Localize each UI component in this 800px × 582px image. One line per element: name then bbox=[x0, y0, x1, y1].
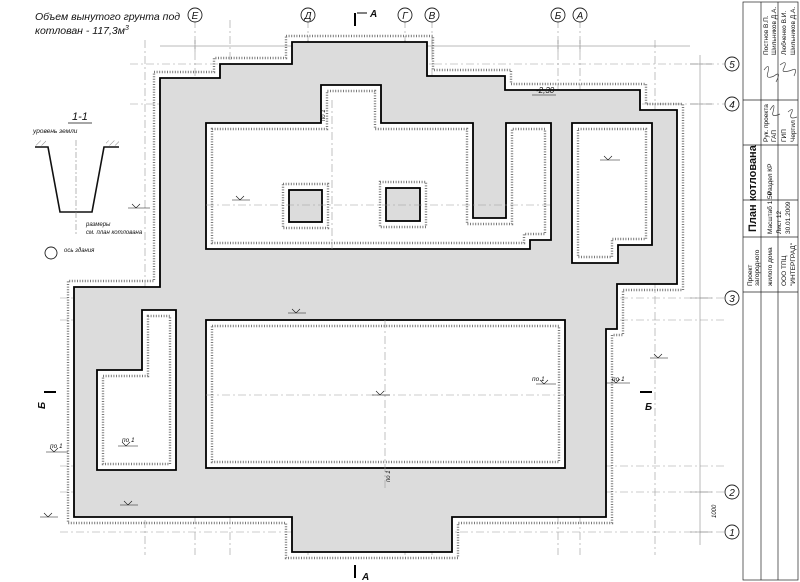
project-name-3: жилого дома bbox=[767, 247, 774, 286]
section-mark-b-left: Б bbox=[37, 402, 48, 409]
title-block: План котлована Проект загородного жилого… bbox=[742, 1, 799, 581]
axis-label-g: Г bbox=[402, 11, 409, 22]
level-label-po1-far-left: по 1 bbox=[50, 443, 63, 450]
column-pit-2 bbox=[385, 187, 421, 222]
inner-zone-right bbox=[571, 122, 653, 264]
role-2: ГАП bbox=[771, 130, 778, 142]
volume-note-line1: Объем вынутого грунта под bbox=[35, 11, 180, 23]
section-1-1-detail: 1-1 уровень земли размеры см. план котло… bbox=[32, 111, 143, 260]
section-mark-a-bottom: А bbox=[361, 572, 369, 582]
level-label-po1-top: по 1 bbox=[321, 109, 327, 121]
role-1: Рук. проекта bbox=[763, 104, 770, 142]
inner-zone-main bbox=[205, 319, 566, 469]
section-title: 1-1 bbox=[72, 111, 88, 123]
org-name-1: ООО ТПЦ bbox=[781, 255, 788, 286]
section-mark-b-right: Б bbox=[645, 402, 652, 413]
building-axis-label: ось здания bbox=[64, 248, 95, 254]
sheet-title: План котлована bbox=[747, 144, 759, 232]
axis-label-5: 5 bbox=[729, 60, 735, 71]
volume-note: Объем вынутого грунта под котлован - 117… bbox=[35, 11, 180, 37]
project-name-1: Проект bbox=[747, 265, 754, 286]
level-label-po1-right: по 1 bbox=[612, 376, 625, 383]
dimension-1000: 1000 bbox=[712, 504, 718, 518]
scale-label: Масштаб 1:50 bbox=[766, 191, 774, 234]
axis-label-e: Е bbox=[192, 11, 199, 22]
section-note-line1: размеры bbox=[85, 222, 111, 228]
section-marks: А А Б Б bbox=[37, 9, 652, 582]
level-label-po1-main: по 1 bbox=[532, 376, 545, 383]
svg-text:котлован - 117,3м3: котлован - 117,3м3 bbox=[35, 25, 129, 37]
axis-label-1: 1 bbox=[729, 528, 735, 539]
level-marks: по 1 по 1 по 1 по 1 по 1 по 1 bbox=[40, 109, 668, 518]
inner-zone-left bbox=[96, 309, 177, 471]
project-name-2: загородного bbox=[754, 249, 761, 286]
role-3: ГИП bbox=[781, 129, 788, 142]
name-2: Шильников Д.А. bbox=[771, 7, 778, 55]
level-label-po1-left: по 1 bbox=[122, 437, 135, 444]
axis-letter-markers: Е Д Г В Б А bbox=[187, 7, 588, 23]
elevation-mark: -2,30 bbox=[536, 86, 555, 95]
column-pit-1 bbox=[288, 189, 323, 223]
axis-label-4: 4 bbox=[729, 100, 735, 111]
axis-label-3: 3 bbox=[729, 294, 735, 305]
axis-label-2: 2 bbox=[728, 488, 735, 499]
name-1: Постнов В.П. bbox=[763, 15, 770, 55]
volume-note-line2: котлован - 117,3м bbox=[35, 25, 125, 37]
axis-label-b: Б bbox=[555, 11, 562, 22]
axis-number-markers: 5 4 3 2 1 bbox=[724, 56, 740, 540]
volume-note-sup: 3 bbox=[125, 25, 129, 32]
name-4: Шильников Д.А. bbox=[790, 7, 797, 55]
org-name-2: "ИНТЕРГРАД" bbox=[790, 242, 797, 286]
section-mark-a-top: А bbox=[369, 9, 377, 20]
sheet-number: Лист 12 bbox=[776, 210, 783, 234]
axis-label-v: В bbox=[429, 11, 436, 22]
section-note-line2: см. план котлована bbox=[86, 230, 143, 236]
signatures bbox=[763, 62, 798, 119]
axis-label-d: Д bbox=[303, 11, 311, 22]
name-3: Любченко В.И. bbox=[780, 11, 788, 55]
level-label-po1-bottom: по 1 bbox=[386, 470, 392, 482]
section-code: Раздел КР bbox=[767, 164, 774, 195]
pit-slope-outer bbox=[66, 34, 685, 560]
axis-label-a: А bbox=[576, 11, 584, 22]
date-label: 30.01.2009 bbox=[785, 201, 792, 234]
ground-level-label: уровень земли bbox=[32, 128, 78, 135]
role-4: Чертил bbox=[790, 120, 797, 142]
